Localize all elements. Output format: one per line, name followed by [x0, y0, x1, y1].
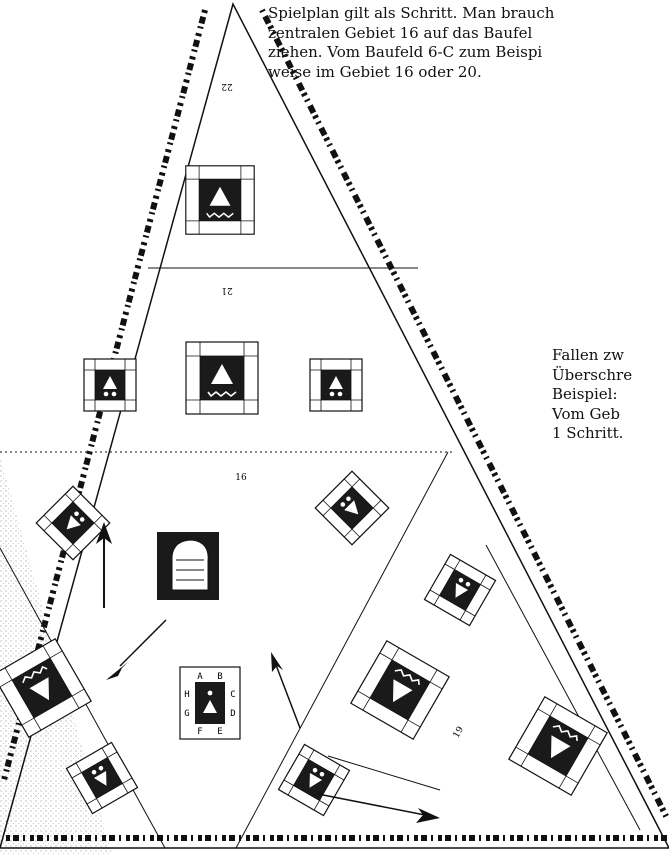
tile-right-upper — [424, 554, 495, 625]
tile-bottom-mid — [278, 744, 349, 815]
tile-letter: F — [197, 727, 202, 737]
tile-16-left — [36, 486, 110, 560]
move-arrow-icon — [318, 794, 440, 823]
tile-16-center: A B H C G D F E — [180, 667, 240, 739]
pharaoh-head-icon — [157, 532, 219, 600]
move-arrow-icon — [106, 620, 166, 680]
tile-letter: A — [197, 672, 203, 682]
tile-21-right — [310, 359, 362, 411]
tile-22 — [186, 166, 254, 234]
region-number: 19 — [452, 725, 467, 740]
move-arrow-icon — [271, 652, 300, 728]
region-number: 22 — [221, 81, 232, 91]
tile-16-right — [315, 471, 389, 545]
tile-letter: B — [217, 672, 222, 682]
tile-21-center — [186, 342, 258, 414]
region-number: 16 — [235, 473, 247, 483]
tile-letter: C — [230, 690, 235, 700]
hieroglyph-border-icon — [262, 10, 668, 820]
tile-right-lower — [509, 697, 607, 795]
tile-letter: E — [217, 727, 222, 737]
tile-right-big — [351, 641, 449, 739]
tile-letter: H — [184, 690, 189, 700]
region-number: 21 — [221, 285, 232, 295]
tile-21-left — [84, 359, 136, 411]
tile-letter: D — [230, 709, 235, 719]
tile-letter: G — [184, 709, 189, 719]
